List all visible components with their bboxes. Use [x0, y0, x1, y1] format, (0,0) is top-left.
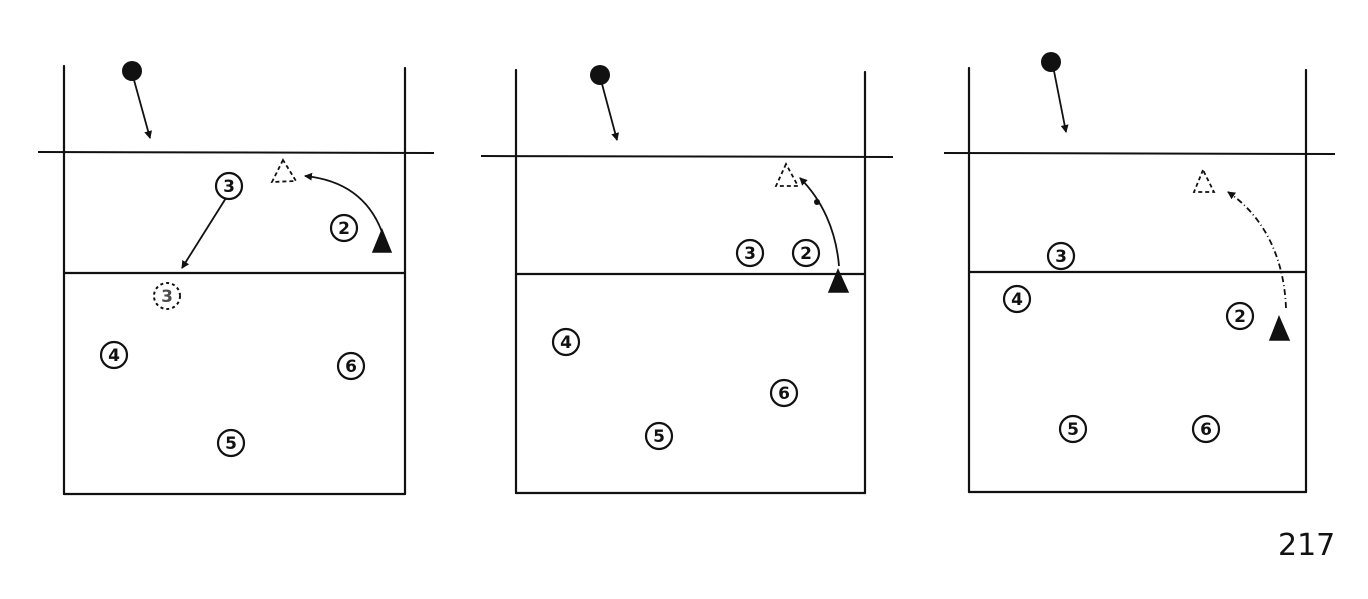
svg-text:6: 6	[1200, 420, 1212, 440]
svg-text:3: 3	[744, 244, 756, 264]
player-6: 6	[336, 351, 366, 381]
player-4: 4	[551, 327, 581, 357]
court-diagram-3: 3 4 2 5 6	[943, 52, 1336, 494]
player-4: 4	[1002, 284, 1032, 314]
player-5: 5	[1058, 414, 1088, 444]
player-2: 2	[1225, 301, 1255, 331]
svg-text:2: 2	[1234, 307, 1246, 327]
setter-triangle	[827, 268, 850, 293]
player-3-ghost: 3	[153, 282, 181, 310]
court-diagram-2: 3 2 4 6 5	[480, 65, 894, 495]
setter-target-ghost	[1192, 167, 1216, 193]
player-3-move-arrow	[181, 197, 227, 269]
setter-target-ghost	[774, 161, 800, 187]
player-6: 6	[769, 378, 799, 408]
svg-text:4: 4	[1011, 290, 1023, 310]
setter-move-arrow	[799, 177, 840, 267]
ball-arrow	[133, 79, 152, 139]
svg-text:5: 5	[1067, 420, 1079, 440]
ball-arrow	[1053, 70, 1069, 133]
court-diagram-1: 3 3 2 4 6 5	[37, 61, 435, 496]
path-dot	[814, 199, 820, 205]
svg-text:2: 2	[338, 219, 350, 239]
svg-text:3: 3	[223, 177, 235, 197]
svg-text:5: 5	[225, 434, 237, 454]
ball	[590, 65, 610, 85]
page-number: 217	[1278, 528, 1336, 563]
svg-text:5: 5	[653, 427, 665, 447]
player-4: 4	[99, 340, 129, 370]
player-5: 5	[216, 428, 246, 458]
svg-text:3: 3	[1055, 247, 1067, 267]
player-3: 3	[735, 238, 765, 268]
setter-triangle	[371, 228, 393, 253]
svg-text:6: 6	[345, 357, 357, 377]
svg-text:6: 6	[778, 384, 790, 404]
player-5: 5	[644, 421, 674, 451]
player-2: 2	[329, 213, 359, 243]
svg-text:4: 4	[108, 346, 120, 366]
setter-move-arrow	[1227, 191, 1287, 309]
setter-move-arrow	[304, 172, 383, 233]
setter-target-ghost	[270, 158, 298, 183]
player-3: 3	[214, 171, 244, 201]
svg-text:3: 3	[161, 287, 173, 307]
player-3: 3	[1046, 241, 1076, 271]
ball-arrow	[601, 83, 620, 141]
ball	[122, 61, 142, 81]
ball	[1041, 52, 1061, 72]
player-2: 2	[791, 238, 821, 268]
net-line	[943, 152, 1336, 155]
svg-text:2: 2	[800, 244, 812, 264]
player-6: 6	[1191, 414, 1221, 444]
net-line	[480, 155, 894, 158]
svg-text:4: 4	[560, 333, 572, 353]
net-line	[37, 151, 435, 154]
setter-triangle	[1268, 315, 1291, 341]
